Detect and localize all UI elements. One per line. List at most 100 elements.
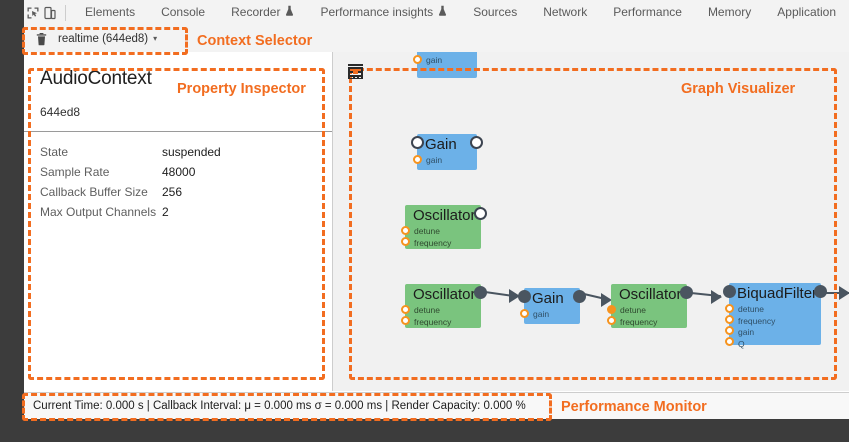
property-value: 2	[162, 205, 169, 219]
graph-edge-arrow	[601, 293, 612, 307]
tab-label: Network	[543, 5, 588, 19]
tab-label: Memory	[707, 5, 752, 19]
performance-monitor-text: Current Time: 0.000 s | Callback Interva…	[33, 400, 526, 412]
tab-label: Performance	[613, 5, 682, 19]
property-key: State	[40, 145, 69, 159]
node-title: Gain	[425, 136, 457, 153]
node-param-port[interactable]	[607, 305, 616, 314]
trash-icon[interactable]	[30, 28, 52, 50]
node-input-port[interactable]	[518, 290, 531, 303]
page-title: AudioContext	[40, 68, 152, 89]
node-output-port[interactable]	[573, 290, 586, 303]
audio-node-oscillator[interactable]: Oscillator detune frequency	[401, 205, 487, 249]
context-selector-dropdown[interactable]: realtime (644ed8) ▾	[52, 31, 163, 47]
chevron-down-icon: ▾	[153, 34, 158, 43]
tab-recorder[interactable]: Recorder	[218, 0, 307, 25]
tab-label: Recorder	[231, 5, 281, 19]
tab-application[interactable]: Application	[764, 0, 849, 25]
property-key: Callback Buffer Size	[40, 185, 148, 199]
tab-label: Console	[161, 5, 206, 19]
node-param-port[interactable]	[725, 304, 734, 313]
audio-node-oscillator[interactable]: Oscillator detune frequency	[607, 284, 693, 328]
node-params: gain	[533, 309, 549, 321]
node-param-port[interactable]	[725, 315, 734, 324]
node-param-port[interactable]	[725, 326, 734, 335]
node-param-label: detune	[414, 226, 440, 236]
tab-elements[interactable]: Elements	[72, 0, 148, 25]
node-params: gain	[426, 155, 442, 167]
node-param-label: detune	[414, 305, 440, 315]
experiment-beaker-icon	[438, 0, 447, 25]
devtools-tab-bar: Elements Console Recorder Performance in…	[24, 0, 849, 26]
context-selector-toolbar: realtime (644ed8) ▾	[24, 25, 849, 53]
property-value: suspended	[162, 145, 221, 159]
property-value: 256	[162, 185, 183, 199]
toolbar-divider	[65, 4, 67, 21]
graph-visualizer-canvas[interactable]: Gain gain Gain gain	[333, 52, 849, 391]
node-param-label: detune	[738, 304, 764, 314]
node-param-port[interactable]	[607, 316, 616, 325]
tab-label: Sources	[473, 5, 518, 19]
node-param-port[interactable]	[401, 237, 410, 246]
node-param-label: frequency	[620, 316, 658, 327]
device-toggle-icon[interactable]	[42, 1, 60, 25]
node-params: detune frequency	[414, 226, 451, 249]
property-key: Sample Rate	[40, 165, 110, 179]
node-param-port[interactable]	[401, 305, 410, 314]
property-row-sample-rate: Sample Rate 48000	[40, 162, 320, 182]
node-param-label: frequency	[738, 315, 776, 326]
node-params: detune frequency	[620, 305, 657, 328]
annotation-resize-handle[interactable]	[348, 64, 363, 79]
node-params: gain	[426, 55, 442, 67]
tab-sources[interactable]: Sources	[460, 0, 530, 25]
node-param-port[interactable]	[413, 155, 422, 164]
node-param-port[interactable]	[520, 309, 529, 318]
property-inspector-panel: AudioContext 644ed8 State suspended Samp…	[24, 52, 333, 391]
tab-memory[interactable]: Memory	[695, 0, 764, 25]
node-param-label: frequency	[414, 316, 452, 327]
tab-label: Elements	[85, 5, 136, 19]
node-param-label: detune	[620, 305, 646, 315]
property-row-max-output-channels: Max Output Channels 2	[40, 202, 320, 222]
audio-node-gain[interactable]: Gain gain	[413, 52, 477, 78]
node-param-port[interactable]	[401, 226, 410, 235]
property-row-callback-buffer-size: Callback Buffer Size 256	[40, 182, 320, 202]
node-input-port[interactable]	[723, 285, 736, 298]
context-selector-value: realtime (644ed8)	[58, 32, 149, 45]
performance-monitor-bar: Current Time: 0.000 s | Callback Interva…	[24, 392, 849, 419]
inspect-cursor-icon[interactable]	[24, 1, 42, 25]
webaudio-content: AudioContext 644ed8 State suspended Samp…	[24, 52, 849, 391]
property-row-state: State suspended	[40, 142, 320, 162]
tab-network[interactable]: Network	[530, 0, 600, 25]
audio-node-oscillator[interactable]: Oscillator detune frequency	[401, 284, 487, 328]
annotation-label-property-inspector: Property Inspector	[177, 81, 306, 97]
node-param-port[interactable]	[725, 337, 734, 346]
node-param-port[interactable]	[413, 55, 422, 64]
tab-performance-insights[interactable]: Performance insights	[307, 0, 460, 25]
node-title: Oscillator	[413, 207, 476, 224]
node-param-label: Q	[738, 338, 745, 349]
node-title: Gain	[532, 290, 564, 307]
node-param-label: gain	[533, 309, 550, 319]
audio-node-biquadfilter[interactable]: BiquadFilter detune frequency gain Q	[723, 283, 827, 349]
property-value: 48000	[162, 165, 196, 179]
node-output-port[interactable]	[470, 136, 483, 149]
node-output-port[interactable]	[474, 207, 487, 220]
node-param-label: frequency	[414, 237, 452, 248]
devtools-surface: Elements Console Recorder Performance in…	[24, 0, 849, 419]
graph-edge-arrow	[839, 286, 849, 300]
tab-console[interactable]: Console	[148, 0, 218, 25]
node-param-port[interactable]	[401, 316, 410, 325]
node-input-port[interactable]	[411, 136, 424, 149]
inspector-divider	[24, 131, 332, 132]
audio-node-gain[interactable]: Gain gain	[518, 288, 586, 324]
tab-list: Elements Console Recorder Performance in…	[72, 0, 849, 25]
tab-performance[interactable]: Performance	[600, 0, 695, 25]
audio-node-gain[interactable]: Gain gain	[411, 134, 483, 170]
context-id: 644ed8	[40, 105, 81, 119]
node-title: BiquadFilter	[737, 285, 818, 302]
node-param-label: gain	[426, 155, 443, 165]
node-output-port[interactable]	[814, 285, 827, 298]
tab-label: Performance insights	[320, 5, 434, 19]
